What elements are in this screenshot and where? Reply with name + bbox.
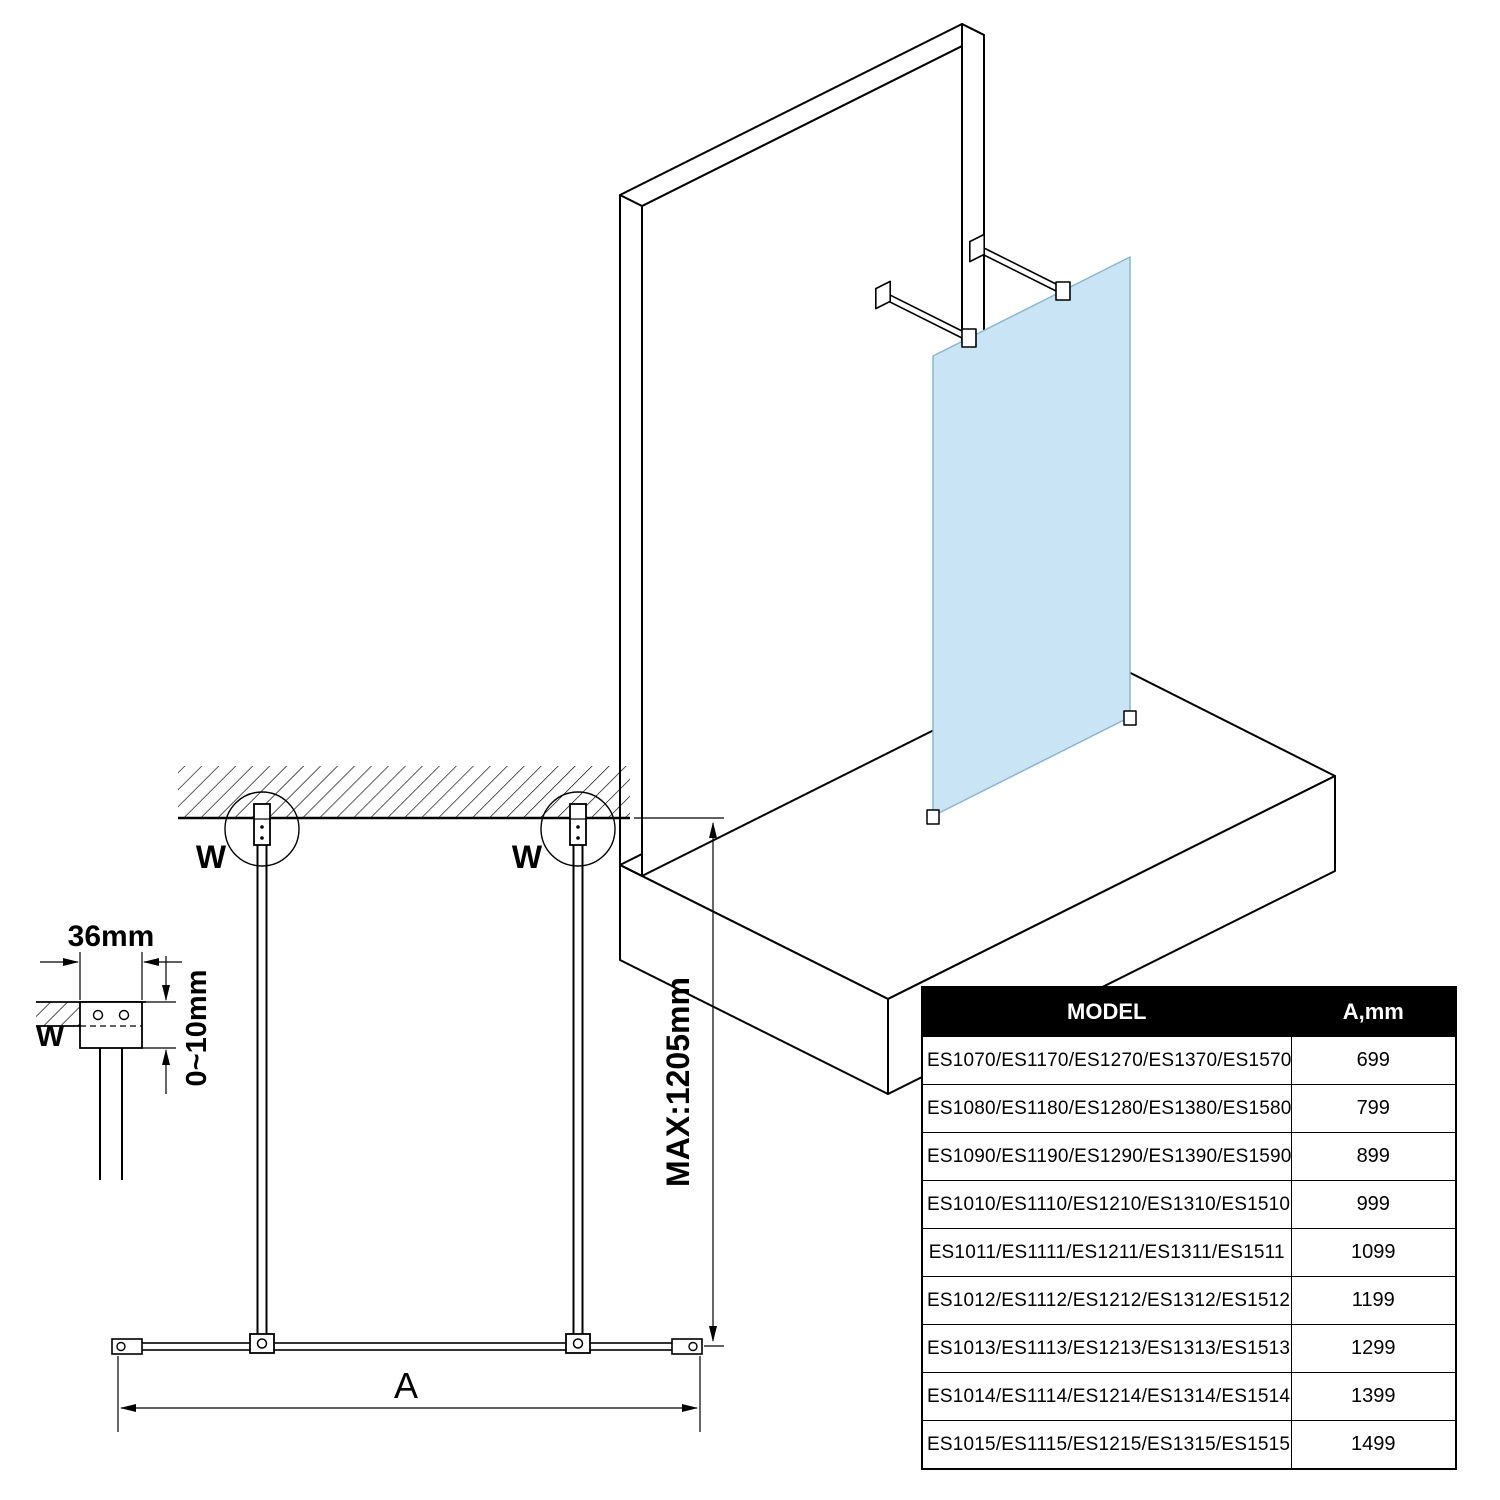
a-mm-cell: 699 (1290, 1036, 1457, 1085)
a-mm-cell: 1499 (1290, 1420, 1457, 1470)
bracket-detail-view: 36mm W (36, 920, 213, 1180)
table-row: ES1012/ES1112/ES1212/ES1312/ES1512 1199 (921, 1276, 1457, 1325)
model-cell: ES1080/ES1180/ES1280/ES1380/ES1580 (921, 1084, 1292, 1133)
model-cell: ES1014/ES1114/ES1214/ES1314/ES1514 (921, 1372, 1292, 1421)
glass-end-clamp-right-hole (688, 1341, 698, 1352)
top-view: W W MAX:1205mm A (111, 766, 724, 1432)
model-table: MODEL A,mm ES1070/ES1170/ES1270/ES1370/E… (921, 986, 1457, 1470)
width-dimension (117, 1356, 701, 1432)
table-row: ES1070/ES1170/ES1270/ES1370/ES1570 699 (921, 1036, 1457, 1085)
a-mm-column-header: A,mm (1290, 986, 1457, 1037)
gap-adjustment-dimension (142, 956, 176, 1094)
model-column-header: MODEL (921, 986, 1292, 1037)
a-mm-cell: 1099 (1290, 1228, 1457, 1277)
wall-flange-front (874, 280, 892, 310)
glass-panel-top (111, 1338, 703, 1355)
wall-label: W (36, 1020, 65, 1053)
support-bars (874, 233, 1071, 348)
wall-flange-back (968, 233, 986, 263)
table-row: ES1010/ES1110/ES1210/ES1310/ES1510 999 (921, 1180, 1457, 1229)
a-mm-cell: 1199 (1290, 1276, 1457, 1325)
wall-section-hatch (36, 1002, 80, 1026)
table-row: ES1090/ES1190/ES1290/ES1390/ES1590 899 (921, 1132, 1457, 1181)
table-header-row: MODEL A,mm (921, 986, 1457, 1037)
right-mount-label: W (512, 839, 543, 875)
glass-edge (117, 1342, 701, 1351)
glass-clamp-front (961, 328, 977, 348)
left-support-bar (224, 791, 300, 1354)
glass-floor-brackets (926, 710, 1137, 825)
model-cell: ES1012/ES1112/ES1212/ES1312/ES1512 (921, 1276, 1292, 1325)
bracket-width-label: 36mm (68, 920, 155, 953)
glass-end-clamp-left-hole (116, 1341, 126, 1352)
model-cell: ES1010/ES1110/ES1210/ES1310/ES1510 (921, 1180, 1292, 1229)
support-bar-section (99, 1048, 123, 1180)
back-wall (619, 23, 985, 877)
a-mm-cell: 1299 (1290, 1324, 1457, 1373)
gap-adjustment-label: 0~10mm (181, 970, 213, 1087)
a-mm-cell: 1399 (1290, 1372, 1457, 1421)
model-cell: ES1011/ES1111/ES1211/ES1311/ES1511 (921, 1228, 1292, 1277)
a-mm-cell: 799 (1290, 1084, 1457, 1133)
table-row: ES1013/ES1113/ES1213/ES1313/ES1513 1299 (921, 1324, 1457, 1373)
width-dimension-label: A (394, 1365, 418, 1406)
table-row: ES1011/ES1111/ES1211/ES1311/ES1511 1099 (921, 1228, 1457, 1277)
model-cell: ES1015/ES1115/ES1215/ES1315/ES1515 (921, 1420, 1292, 1470)
max-length-dimension-label: MAX:1205mm (660, 977, 696, 1187)
max-length-dimension (634, 817, 724, 1347)
bracket-width-dimension (40, 952, 182, 1000)
table-row: ES1014/ES1114/ES1214/ES1314/ES1514 1399 (921, 1372, 1457, 1421)
isometric-view (619, 23, 1336, 1095)
left-mount-label: W (196, 839, 227, 875)
wall-bracket (79, 1001, 143, 1049)
wall-base-edge (619, 864, 643, 877)
bracket-screw-left (92, 1009, 104, 1021)
glass-clamp-back (1055, 281, 1071, 301)
model-cell: ES1013/ES1113/ES1213/ES1313/ES1513 (921, 1324, 1292, 1373)
table-row: ES1015/ES1115/ES1215/ES1315/ES1515 1499 (921, 1420, 1457, 1470)
table-row: ES1080/ES1180/ES1280/ES1380/ES1580 799 (921, 1084, 1457, 1133)
bracket-body (79, 1001, 143, 1049)
floor-bracket-left (926, 809, 940, 825)
a-mm-cell: 999 (1290, 1180, 1457, 1229)
wall-hatch (178, 766, 630, 818)
support-bar-back (976, 243, 1064, 296)
a-mm-cell: 899 (1290, 1132, 1457, 1181)
model-cell: ES1070/ES1170/ES1270/ES1370/ES1570 (921, 1036, 1292, 1085)
right-support-bar (540, 791, 616, 1354)
bracket-screw-right (118, 1009, 130, 1021)
floor-bracket-right (1123, 710, 1137, 726)
model-cell: ES1090/ES1190/ES1290/ES1390/ES1590 (921, 1132, 1292, 1181)
